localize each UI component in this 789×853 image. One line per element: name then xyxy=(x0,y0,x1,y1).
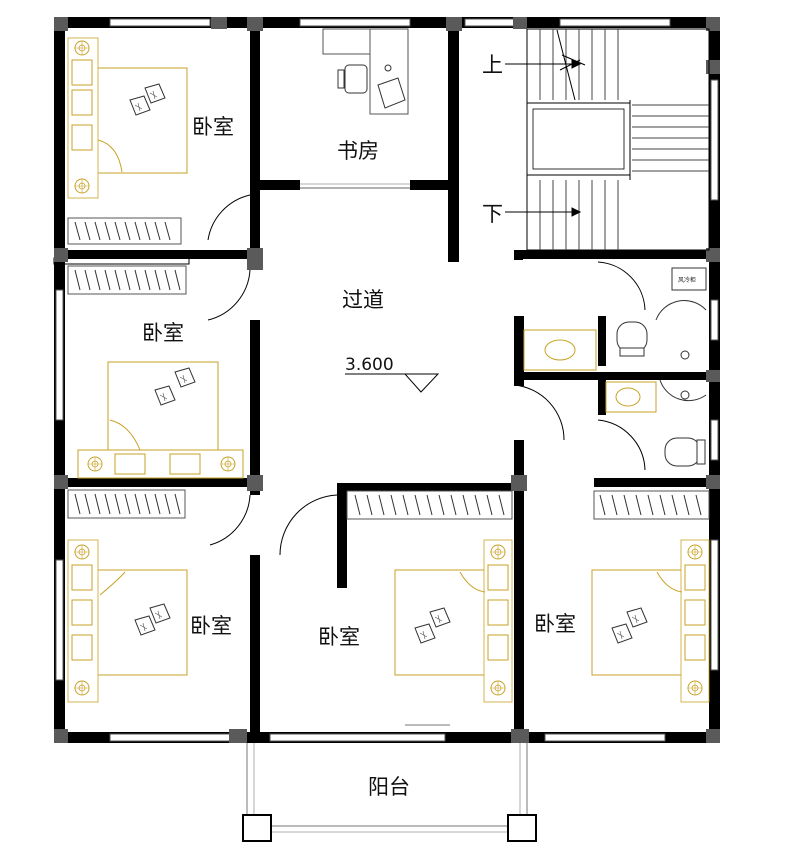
door-bedroom-tl xyxy=(207,194,251,241)
room-label-balcony: 阳台 xyxy=(368,775,410,799)
wall-study-west xyxy=(250,17,260,257)
room-label-bedroom-bl: 卧室 xyxy=(190,614,232,638)
window-east-bath-2 xyxy=(710,419,719,461)
window-north-4 xyxy=(559,18,671,27)
room-label-bedroom-tl: 卧室 xyxy=(192,115,234,139)
window-east-1 xyxy=(710,79,719,201)
bed-tl xyxy=(94,67,188,174)
closet-cr xyxy=(593,490,710,520)
window-west-2 xyxy=(55,559,64,681)
balcony-post-right xyxy=(507,814,537,842)
door-bedroom-bc xyxy=(279,494,338,556)
wall-bedroom-c-north xyxy=(337,483,524,491)
door-bedroom-bl xyxy=(209,494,251,546)
wall-bedroom-ml-south xyxy=(54,478,260,487)
elevation-marker xyxy=(345,373,440,393)
door-bath-1 xyxy=(513,384,565,441)
toilet-2 xyxy=(664,437,701,467)
wall-study-east xyxy=(448,17,459,262)
room-label-study: 书房 xyxy=(337,139,379,163)
closet-tl xyxy=(67,217,182,245)
windows xyxy=(55,18,719,742)
appliance-label: 风冷柜 xyxy=(678,276,696,284)
bedroom-bl-furniture xyxy=(67,489,188,703)
door-bedroom-ml xyxy=(207,269,251,321)
study-desk xyxy=(322,28,409,115)
window-east-2 xyxy=(710,539,719,671)
wall-bedroom-cr-north xyxy=(594,478,720,487)
stair-well xyxy=(526,102,631,176)
window-south-1 xyxy=(109,733,231,742)
bedroom-bc-furniture xyxy=(346,490,513,726)
wall-bath-divider xyxy=(598,316,606,366)
window-north-3 xyxy=(464,18,521,27)
bedroom-ml-furniture xyxy=(67,265,244,479)
wall-study-south-left xyxy=(250,180,300,190)
doors xyxy=(207,183,646,556)
chair xyxy=(344,64,368,94)
wall-bedroom-tl-south xyxy=(54,250,260,259)
wall-bath-middle xyxy=(514,372,720,380)
elevation-label: 3.600 xyxy=(345,355,394,375)
bedroom-cr-furniture xyxy=(591,490,710,703)
window-north-2 xyxy=(299,18,411,27)
room-label-bedroom-cr: 卧室 xyxy=(534,612,576,636)
wall-bedroom-c-west xyxy=(337,483,347,588)
balcony-post-left xyxy=(242,814,272,842)
room-label-bedroom-ml: 卧室 xyxy=(142,321,184,345)
bedroom-tl-furniture xyxy=(67,37,188,245)
wall-study-south-right xyxy=(410,180,459,190)
wall-bath-divider-lower xyxy=(598,380,606,415)
balcony xyxy=(242,743,537,842)
window-south-2 xyxy=(544,733,666,742)
wall-stair-south xyxy=(514,250,720,259)
wall-bath-west xyxy=(514,316,524,386)
window-north-1 xyxy=(109,18,211,27)
door-bath-2 xyxy=(597,261,646,311)
window-east-bath-1 xyxy=(710,299,719,341)
window-west-1 xyxy=(55,289,64,421)
room-label-corridor: 过道 xyxy=(342,288,384,312)
bed-ml xyxy=(107,361,219,453)
window-south-balcony-door xyxy=(269,733,446,742)
armchair xyxy=(377,77,406,109)
wall-bedroom-c-east xyxy=(514,440,524,743)
stair-down-label: 下 xyxy=(482,202,503,226)
wall-mid-west xyxy=(250,320,260,495)
door-bedroom-cr xyxy=(597,419,646,471)
wall-bottom-west xyxy=(250,555,260,743)
stair-up-label: 上 xyxy=(482,53,503,77)
appliance-box xyxy=(671,267,707,291)
staircase xyxy=(505,28,710,251)
bathrooms xyxy=(523,267,707,467)
room-label-bedroom-bc: 卧室 xyxy=(318,625,360,649)
columns xyxy=(54,17,720,743)
